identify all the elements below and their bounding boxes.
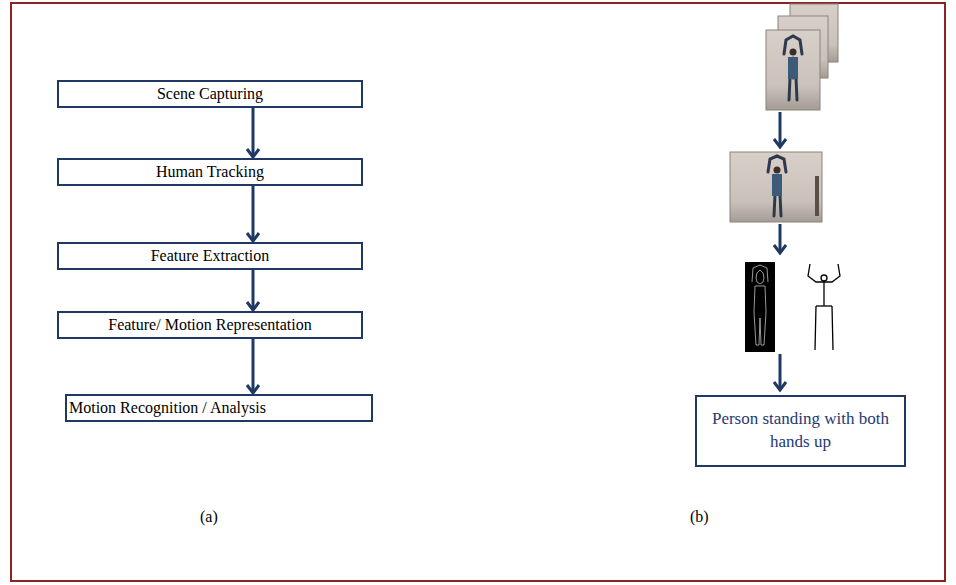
box-text: Feature Extraction: [63, 247, 357, 265]
arrow-head: [247, 385, 259, 393]
silhouette-image: [745, 262, 775, 352]
process-box: Feature/ Motion Representation: [57, 311, 363, 339]
panel-label: (a): [200, 508, 218, 526]
stage-arrows: [774, 112, 786, 390]
flow-arrow: [247, 108, 259, 157]
skeleton-figure: [808, 264, 840, 350]
box-text: Motion Recognition / Analysis: [69, 399, 367, 417]
process-box: Scene Capturing: [57, 80, 363, 108]
video-frames: [766, 4, 838, 110]
box-text: Feature/ Motion Representation: [63, 316, 357, 334]
process-box: Human Tracking: [57, 158, 363, 186]
arrow-head: [247, 302, 259, 310]
flow-arrow: [247, 339, 259, 393]
arrow-shaft: [252, 186, 255, 239]
flow-arrow: [247, 186, 259, 241]
box-text: Person standing with both hands up: [707, 408, 894, 454]
process-box: Motion Recognition / Analysis: [65, 394, 373, 422]
result-box: Person standing with both hands up: [695, 395, 906, 467]
arrow-shaft: [252, 108, 255, 155]
box-text: Human Tracking: [63, 163, 357, 181]
flow-arrow: [247, 270, 259, 310]
panel-label: (b): [690, 508, 709, 526]
process-box: Feature Extraction: [57, 242, 363, 270]
tracked-frame: [730, 152, 822, 222]
arrow-shaft: [252, 339, 255, 391]
arrow-head: [247, 149, 259, 157]
arrow-shaft: [252, 270, 255, 308]
arrow-head: [247, 233, 259, 241]
box-text: Scene Capturing: [63, 85, 357, 103]
